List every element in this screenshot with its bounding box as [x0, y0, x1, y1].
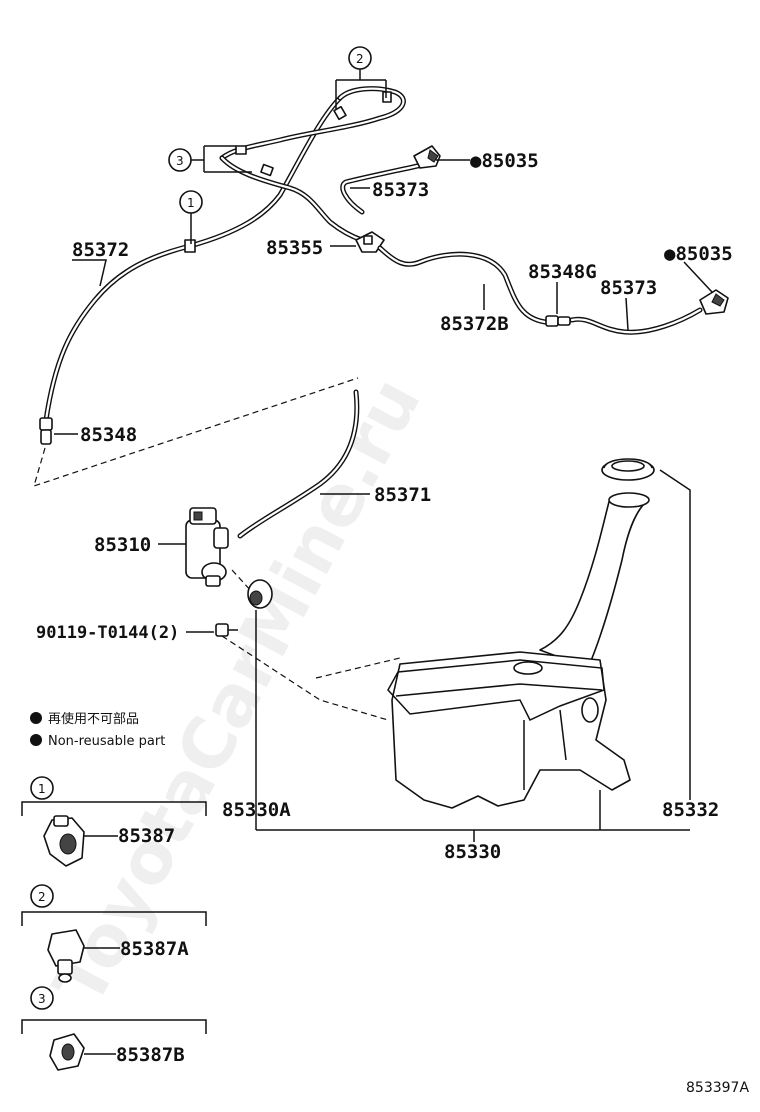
hose-clips [184, 91, 392, 253]
nozzle-85035-right [699, 289, 729, 315]
screw-90119 [215, 623, 238, 637]
inset-2: 2 85387A [21, 884, 207, 983]
svg-text:3: 3 [176, 154, 184, 168]
callout-3: 3 [168, 145, 252, 173]
nozzle-85035-top [413, 145, 441, 169]
connector-85348G [545, 315, 571, 327]
figure-number: 853397A [686, 1080, 749, 1096]
label-85310: 85310 [94, 534, 151, 556]
svg-text:1: 1 [38, 782, 46, 796]
label-85332: 85332 [662, 799, 719, 821]
label-85355: 85355 [266, 237, 323, 259]
grommet-85330A [247, 579, 273, 609]
legend-en: Non-reusable part [48, 734, 165, 749]
label-85373-top: 85373 [372, 179, 429, 201]
label-85387A: 85387A [120, 938, 189, 960]
hose-85371 [237, 389, 360, 539]
label-85330A: 85330A [222, 799, 291, 821]
leader-lines [54, 159, 713, 842]
label-85387B: 85387B [116, 1044, 185, 1066]
clip-85387 [43, 815, 85, 867]
svg-text:1: 1 [187, 196, 195, 210]
legend: 再使用不可部品 Non-reusable part [30, 711, 165, 749]
joint-85355 [355, 231, 385, 253]
inset-3: 3 85387B [21, 986, 207, 1071]
label-85372B: 85372B [440, 313, 509, 335]
svg-text:2: 2 [356, 52, 364, 66]
clip-85387A [47, 929, 85, 983]
clip-85387B [49, 1033, 85, 1071]
label-85035-top: ●85035 [470, 150, 539, 172]
inset-1: 1 85387 [21, 776, 207, 867]
label-85373-right: 85373 [600, 277, 657, 299]
label-85330: 85330 [444, 841, 501, 863]
watermark: ToyotaCarMine.ru [38, 365, 437, 1018]
label-85372: 85372 [72, 239, 129, 261]
hose-85372B [377, 245, 548, 325]
callout-1: 1 [179, 190, 203, 244]
label-85371: 85371 [374, 484, 431, 506]
label-85348G: 85348G [528, 261, 597, 283]
label-85387: 85387 [118, 825, 175, 847]
connector-85348 [39, 417, 53, 445]
label-90119: 90119-T0144(2) [36, 623, 179, 643]
callout-2: 2 [335, 46, 387, 110]
hose-85373-top [340, 162, 425, 215]
label-85348: 85348 [80, 424, 137, 446]
reservoir-85330 [387, 492, 650, 809]
hose-85373-right [569, 307, 703, 335]
svg-text:2: 2 [38, 890, 46, 904]
pump-85310 [185, 507, 229, 587]
cap-85332 [601, 458, 655, 481]
legend-jp: 再使用不可部品 [48, 711, 139, 727]
svg-text:3: 3 [38, 992, 46, 1006]
label-85035-right: ●85035 [664, 243, 733, 265]
